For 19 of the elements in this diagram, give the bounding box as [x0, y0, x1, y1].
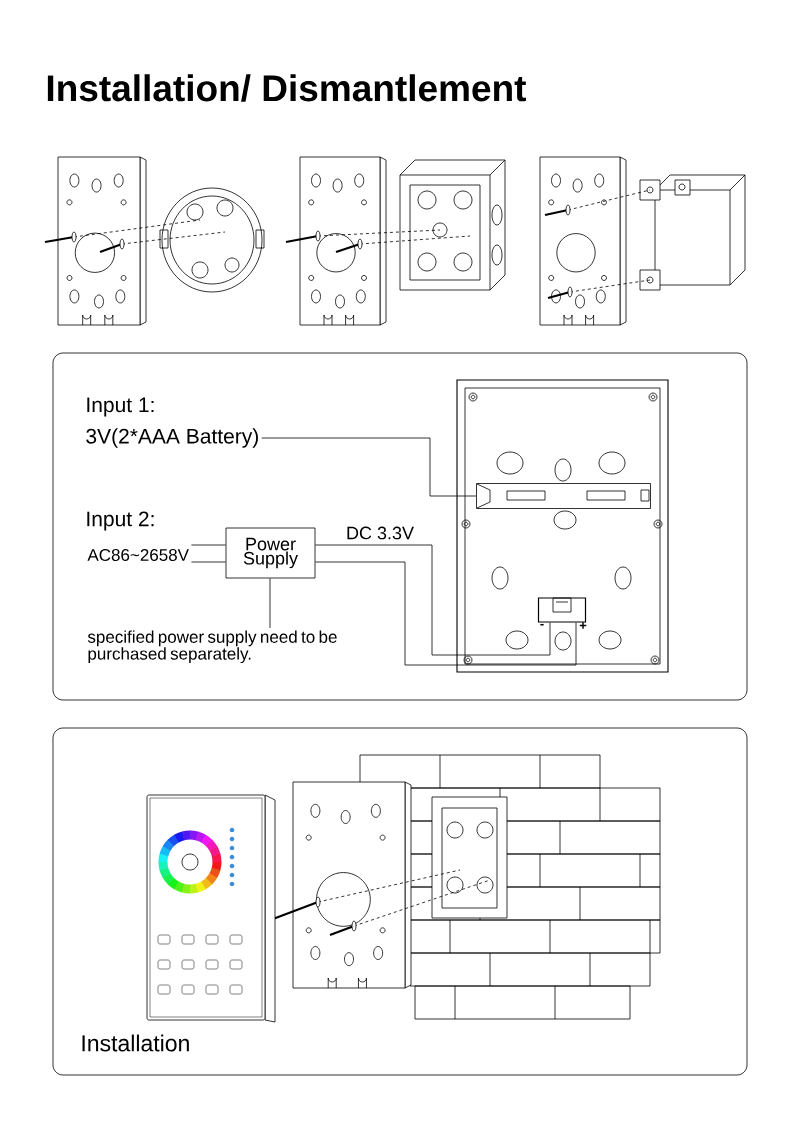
caption-text: Installation — [82, 1034, 189, 1052]
label-text: Input 1: — [87, 397, 154, 417]
wire — [191, 544, 226, 546]
wire — [315, 561, 577, 666]
text-label: AC86~2658V — [87, 549, 189, 562]
polarity-sign: - — [540, 623, 544, 626]
edge-label: DC 3.3V — [345, 525, 415, 541]
terminal-block — [537, 597, 587, 623]
leader-line — [269, 578, 271, 629]
label-text: Input 2: — [87, 511, 154, 531]
wire — [261, 437, 477, 497]
wire — [191, 561, 226, 563]
battery-compartment — [476, 483, 651, 509]
note-text: specified power supply need to be purchased separately. — [87, 630, 337, 664]
page-title: Installation/ Dismantlement — [47, 74, 527, 102]
wire — [315, 544, 551, 656]
polarity-sign: + — [579, 622, 587, 629]
text-label: 3V(2*AAA Battery) — [86, 428, 258, 448]
power-supply-box: Power Supply — [225, 527, 316, 579]
